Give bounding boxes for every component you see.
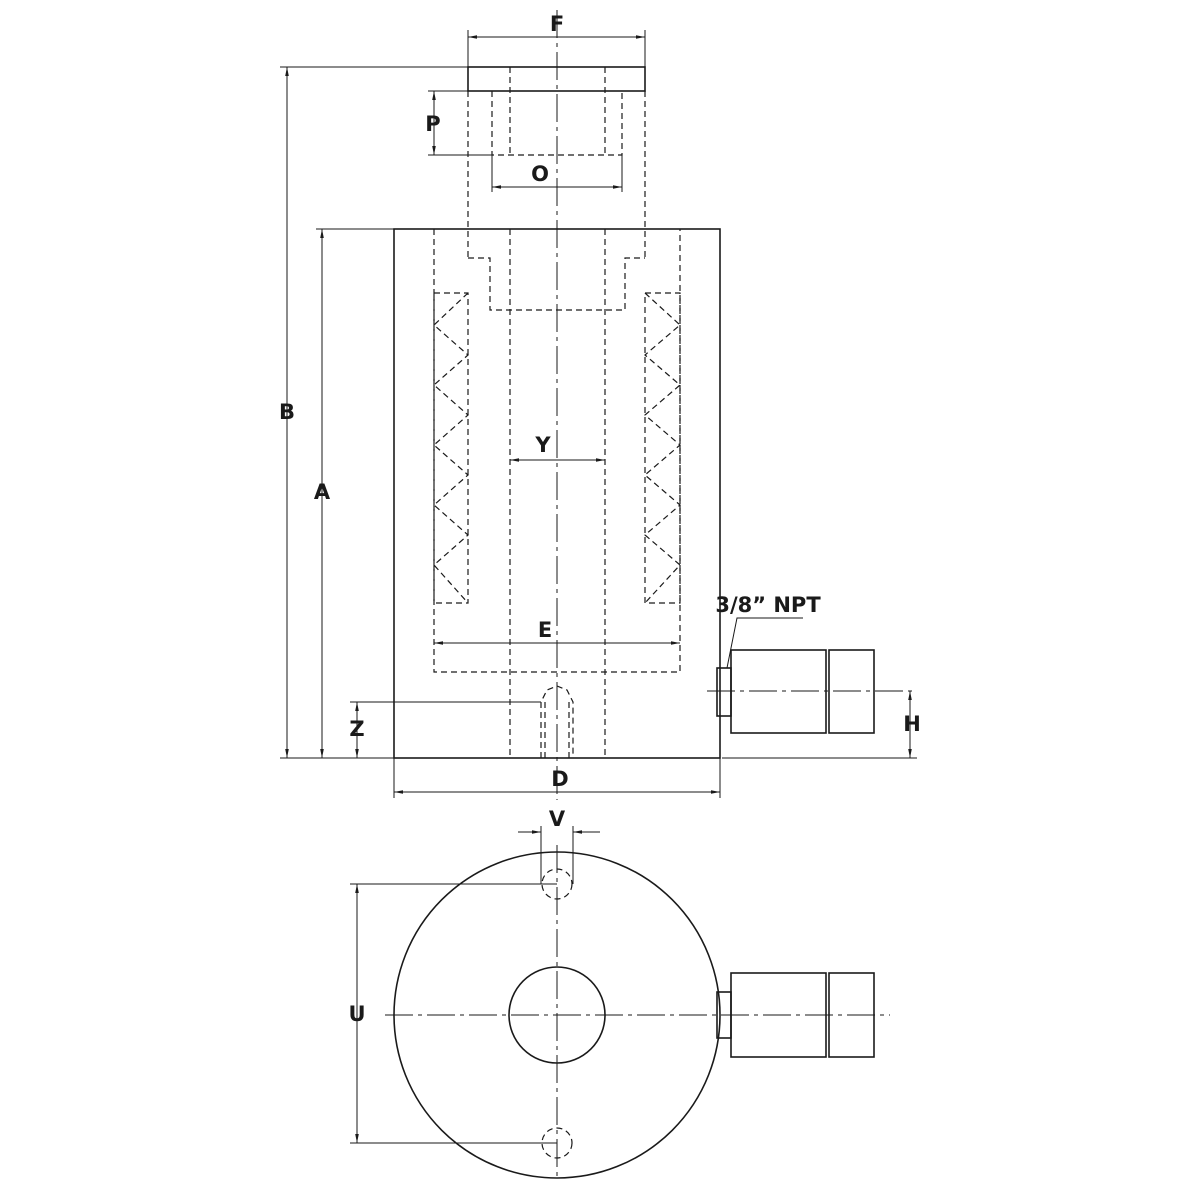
label-B: B [279,400,295,424]
label-P: P [425,112,440,136]
cylinder-body [393,228,721,759]
label-H: H [903,712,921,736]
spring-left [433,292,469,604]
label-U: U [348,1002,365,1026]
label-port-npt: 3/8” NPT [715,593,821,617]
top-view [350,826,890,1179]
label-D: D [551,767,568,791]
label-Z: Z [349,717,364,741]
mounting-hole-top [541,868,573,900]
label-F: F [550,12,564,36]
mounting-hole-bottom [541,1127,573,1159]
label-Y: Y [534,433,551,457]
port-fitting [707,649,915,734]
label-A: A [314,480,331,504]
spring-right [644,292,681,604]
port-leader [726,617,803,669]
side-view [393,10,915,800]
label-O: O [531,162,549,186]
label-V: V [549,807,566,831]
label-E: E [538,618,552,642]
dimensions [280,30,917,798]
plunger-cap [467,66,646,92]
